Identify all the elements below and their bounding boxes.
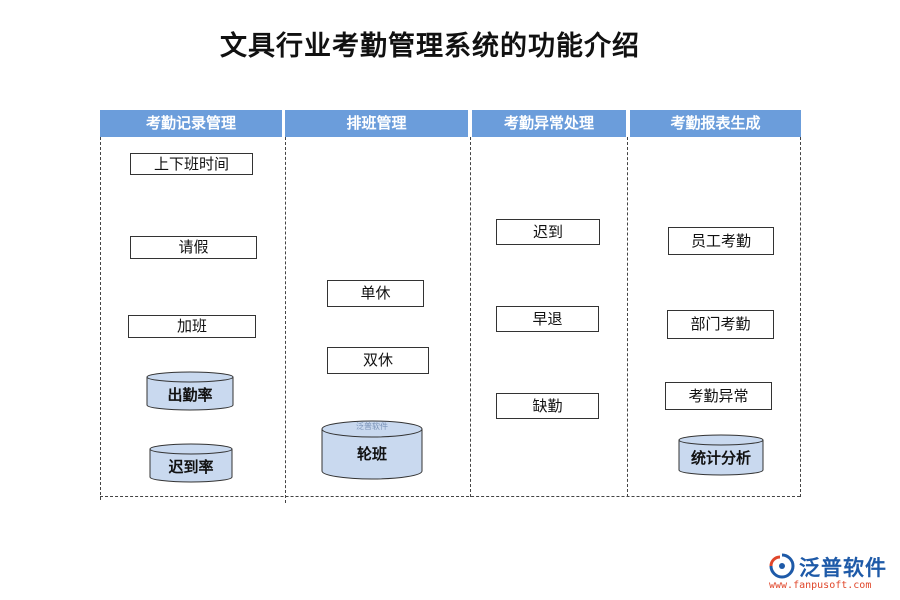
column-divider <box>627 137 628 497</box>
cylinder-label: 统计分析 <box>690 449 751 467</box>
cylinder-attendance-rate: 出勤率 <box>145 370 235 412</box>
box-department-attendance: 部门考勤 <box>667 310 774 339</box>
cylinder-late-rate: 迟到率 <box>148 442 234 484</box>
cylinder-watermark-badge: 泛普软件 <box>356 422 388 431</box>
box-late: 迟到 <box>496 219 600 245</box>
box-leave: 请假 <box>130 236 257 259</box>
bottom-divider <box>100 496 800 497</box>
box-leave-early: 早退 <box>496 306 599 332</box>
column-header-exception-handling: 考勤异常处理 <box>472 110 626 137</box>
box-clock-in-out-time: 上下班时间 <box>130 153 253 175</box>
box-single-rest: 单休 <box>327 280 424 307</box>
column-divider <box>470 137 471 497</box>
watermark-brand: 泛普软件 <box>799 556 887 580</box>
box-overtime: 加班 <box>128 315 256 338</box>
cylinder-label: 出勤率 <box>167 386 213 404</box>
box-attendance-exception: 考勤异常 <box>665 382 772 410</box>
box-double-rest: 双休 <box>327 347 429 374</box>
column-divider <box>100 137 101 500</box>
column-header-scheduling: 排班管理 <box>285 110 468 137</box>
logo-icon <box>768 552 796 580</box>
column-header-report-generation: 考勤报表生成 <box>630 110 801 137</box>
cylinder-shift-rotation: 泛普软件 轮班 <box>320 419 424 481</box>
box-absence: 缺勤 <box>496 393 599 419</box>
diagram-title: 文具行业考勤管理系统的功能介绍 <box>220 31 640 62</box>
column-divider <box>285 137 286 503</box>
box-employee-attendance: 员工考勤 <box>668 227 774 255</box>
column-header-attendance-records: 考勤记录管理 <box>100 110 282 137</box>
column-divider <box>800 137 801 497</box>
cylinder-label: 轮班 <box>356 445 387 463</box>
watermark-url: www.fanpusoft.com <box>769 580 872 591</box>
cylinder-statistical-analysis: 统计分析 <box>677 433 765 477</box>
cylinder-label: 迟到率 <box>168 458 214 476</box>
